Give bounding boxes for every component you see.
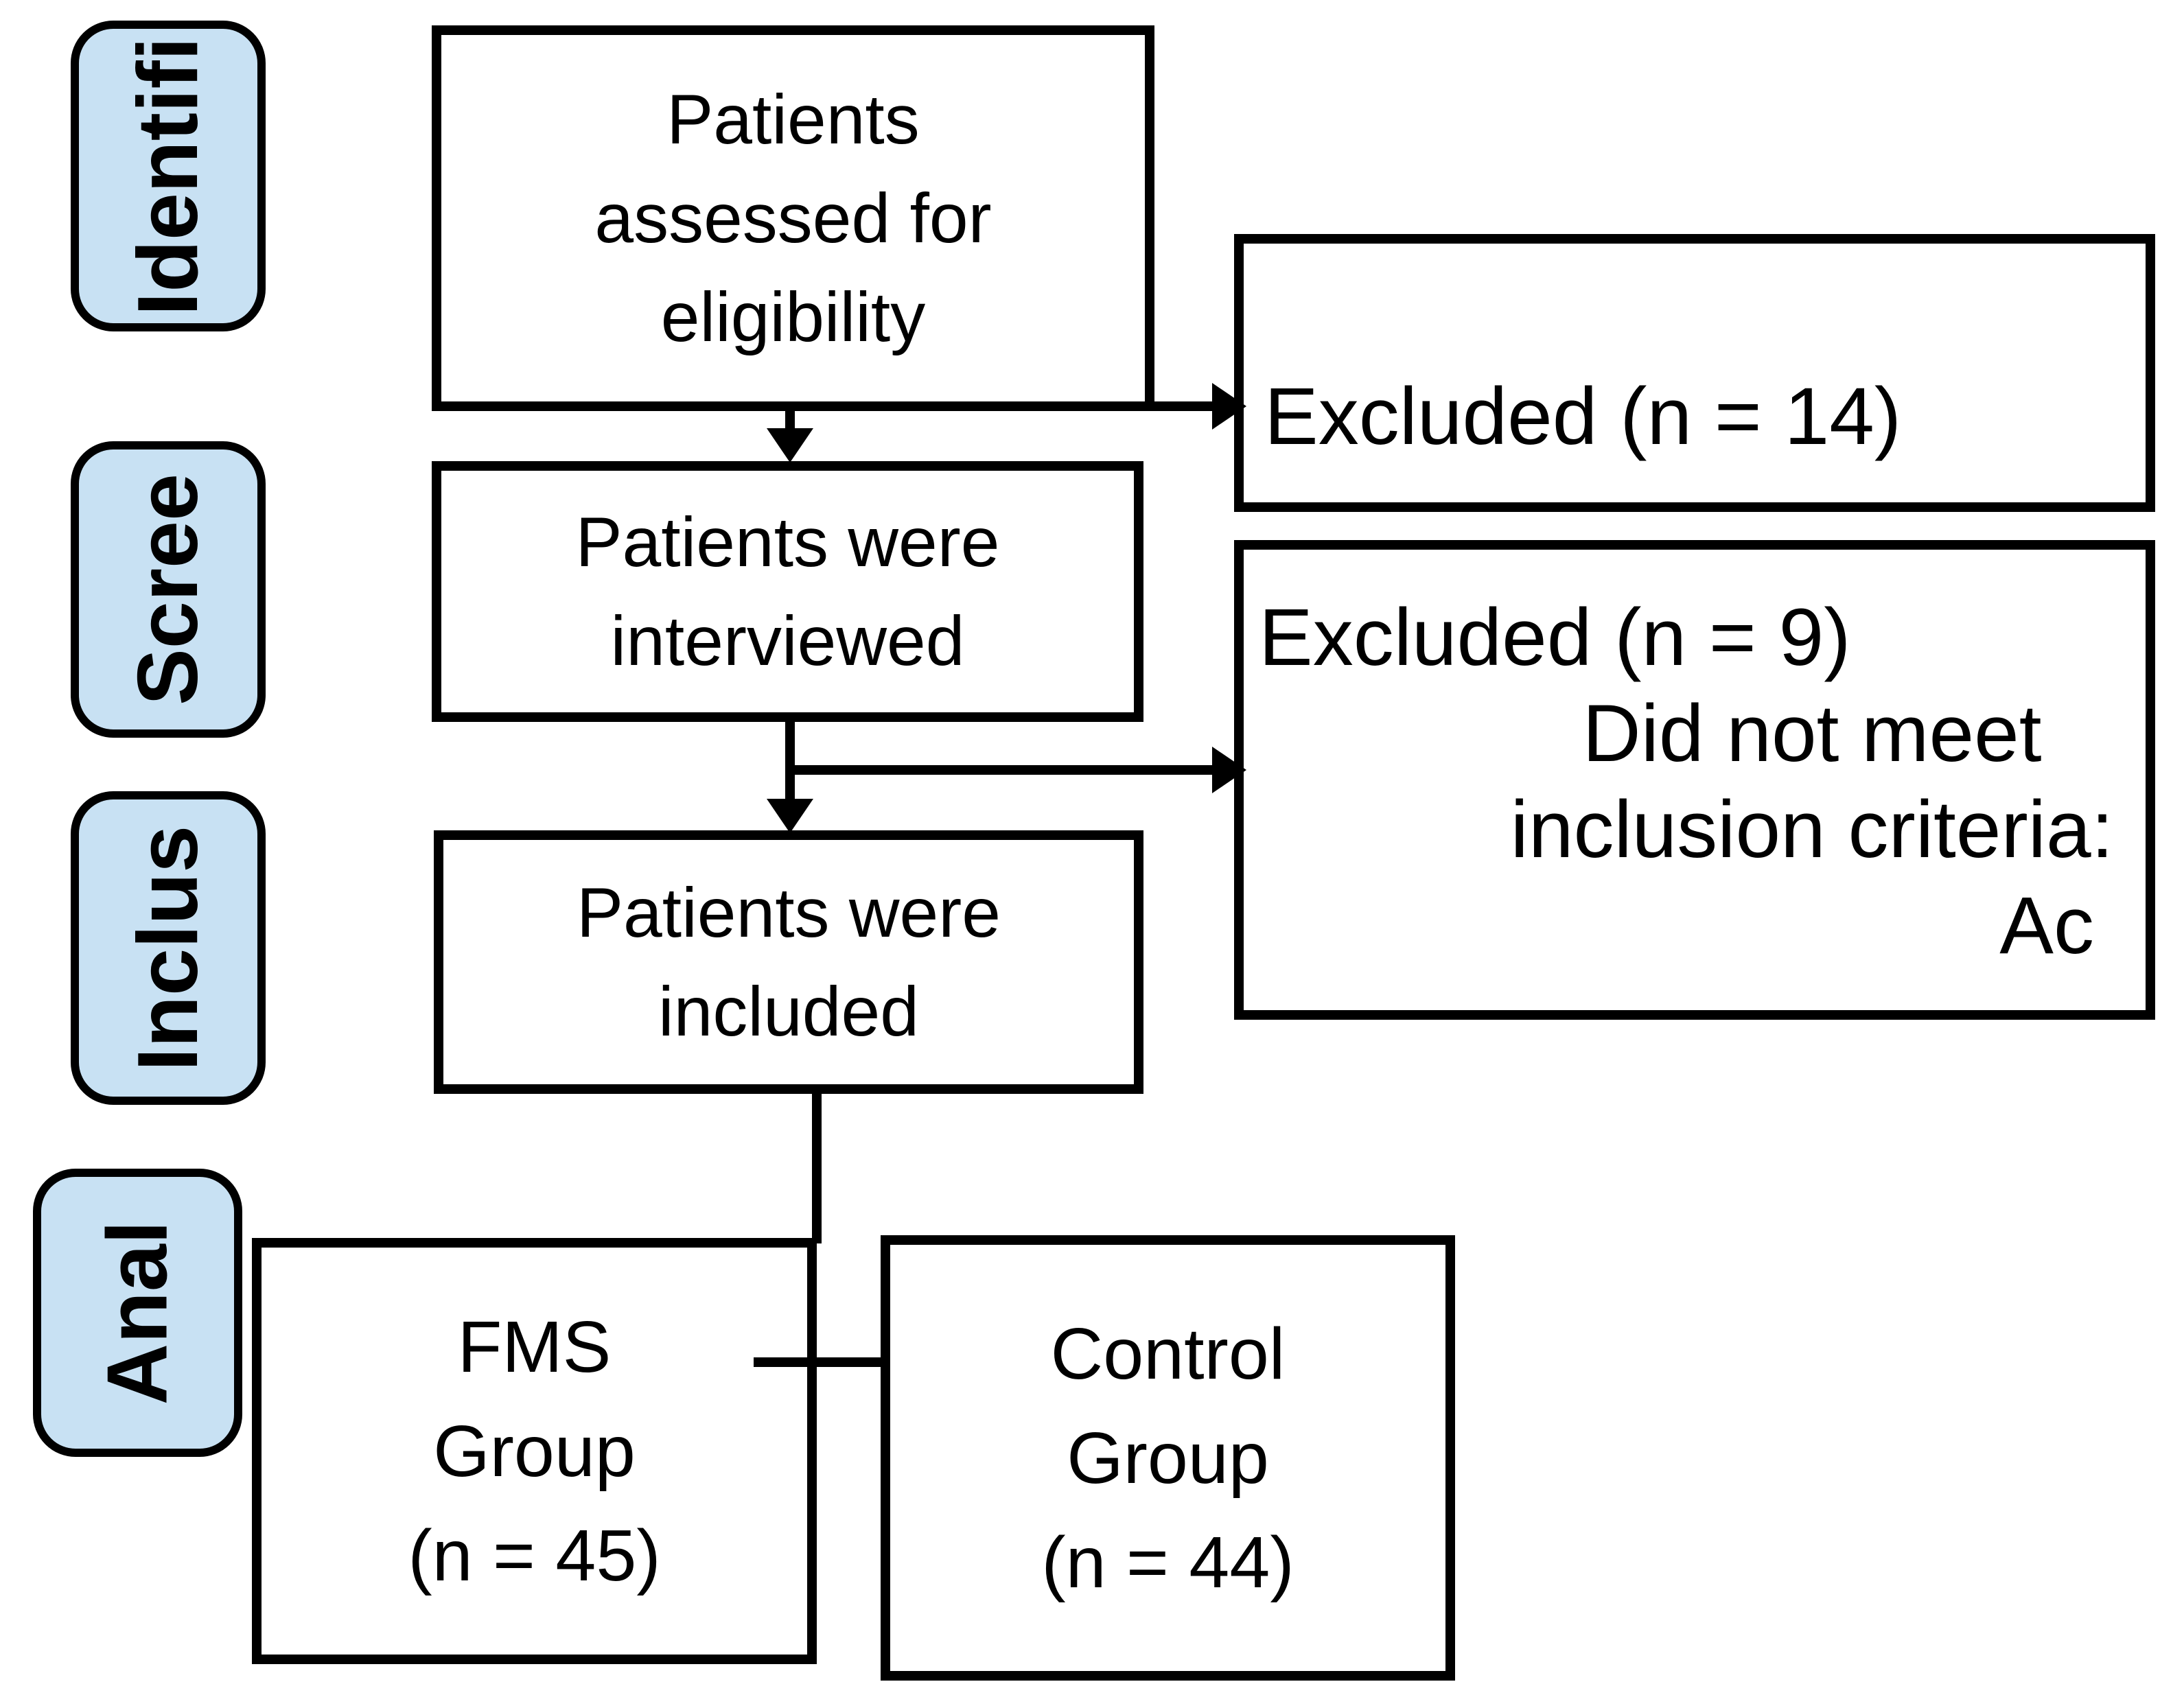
box-control-group: Control Group (n = 44) xyxy=(881,1235,1455,1681)
box-line: FMS xyxy=(457,1306,612,1388)
box-fms-group: FMS Group (n = 45) xyxy=(252,1238,817,1664)
stage-analysis-label: Anal xyxy=(90,1220,185,1405)
connector-included-to-groups xyxy=(812,1091,822,1243)
box-line: Group xyxy=(1067,1417,1269,1499)
arrowhead-down-icon xyxy=(767,428,813,463)
box-line: eligibility xyxy=(660,278,926,356)
stage-analysis: Anal xyxy=(33,1169,242,1457)
box-line: (n = 45) xyxy=(408,1515,661,1596)
box-line: Group xyxy=(433,1410,636,1492)
arrowhead-right-icon xyxy=(1212,383,1246,430)
box-line: Ac xyxy=(1999,880,2094,971)
stage-identification-label: Identifi xyxy=(121,36,216,316)
box-line: Excluded (n = 9) xyxy=(1259,592,1851,683)
arrowhead-down-icon xyxy=(767,799,813,833)
box-line: Patients were xyxy=(575,503,1000,581)
box-line: Control xyxy=(1050,1313,1286,1394)
box-line: inclusion criteria: xyxy=(1510,784,2114,875)
box-line: interviewed xyxy=(610,602,965,680)
stage-screening-label: Scree xyxy=(121,474,216,705)
box-line: (n = 44) xyxy=(1041,1521,1294,1603)
box-line: Patients were xyxy=(577,874,1001,952)
box-line: Patients xyxy=(666,80,920,159)
box-line: assessed for xyxy=(594,179,992,257)
box-line: Excluded (n = 14) xyxy=(1264,371,1902,462)
box-patients-assessed: Patients assessed for eligibility xyxy=(432,25,1154,411)
stage-identification: Identifi xyxy=(71,21,266,331)
connector-groups-branch xyxy=(754,1357,889,1367)
box-line: Did not meet xyxy=(1582,688,2042,779)
box-patients-included: Patients were included xyxy=(434,830,1143,1094)
box-patients-interviewed: Patients were interviewed xyxy=(432,461,1143,722)
arrowhead-right-icon xyxy=(1212,747,1246,793)
connector-assessed-to-excluded14 xyxy=(1146,401,1215,411)
connector-assessed-to-interviewed xyxy=(785,404,795,432)
box-excluded-14: Excluded (n = 14) xyxy=(1234,234,2155,512)
stage-screening: Scree xyxy=(71,441,266,738)
box-excluded-9: Excluded (n = 9) Did not meet inclusion … xyxy=(1234,540,2155,1020)
connector-interviewed-to-included xyxy=(785,718,795,803)
stage-inclusion-label: Inclus xyxy=(121,825,216,1071)
connector-interviewed-to-excluded9 xyxy=(785,765,1215,775)
box-line: included xyxy=(658,972,919,1051)
stage-inclusion: Inclus xyxy=(71,791,266,1105)
